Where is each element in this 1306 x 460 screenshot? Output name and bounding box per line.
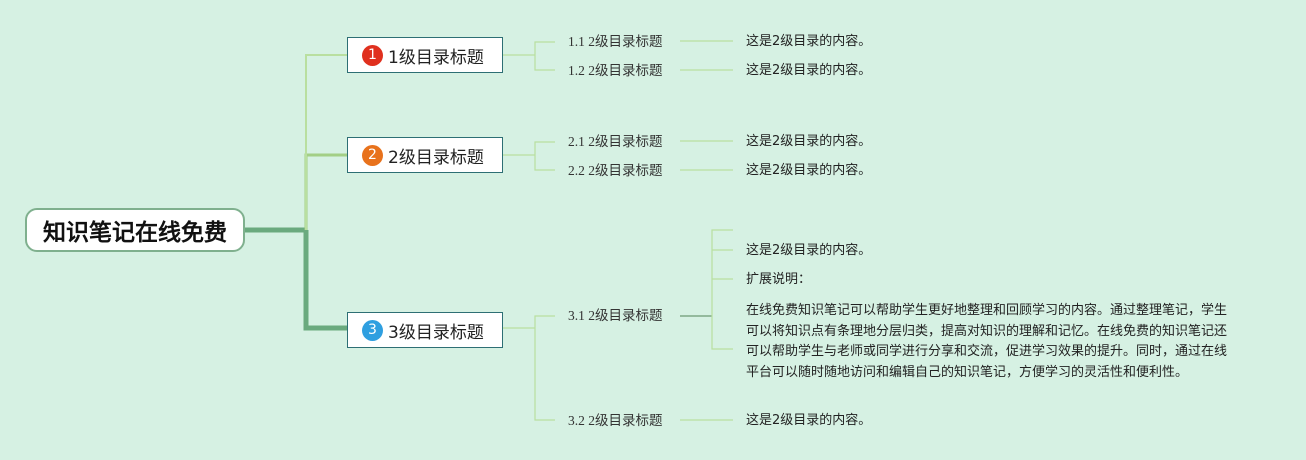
branch-title-2: 2级目录标题 [388, 147, 484, 168]
subtopic-3-2[interactable]: 3.2 2级目录标题 [568, 413, 663, 428]
subtopic-2-1[interactable]: 2.1 2级目录标题 [568, 134, 663, 149]
subtopic-2-1-connector [534, 141, 555, 155]
extension-label[interactable]: 扩展说明： [746, 272, 812, 287]
subtopic-1-2-connector [534, 55, 555, 71]
subtopic-3-1-connector [534, 315, 555, 328]
branch-3-connector [303, 230, 347, 331]
branch-2-connector [304, 153, 347, 230]
subtopic-1-1[interactable]: 1.1 2级目录标题 [568, 34, 663, 49]
content-1-1[interactable]: 这是2级目录的内容。 [746, 34, 872, 49]
root-node[interactable]: 知识笔记在线免费 [25, 208, 245, 252]
subtopic-2-2-connector [534, 155, 555, 171]
extension-text-connector [711, 316, 733, 350]
extension-text[interactable]: 在线免费知识笔记可以帮助学生更好地整理和回顾学习的内容。通过整理笔记，学生可以将… [746, 303, 1228, 380]
empty-leaf-connector [711, 229, 733, 316]
branch-title-3: 3级目录标题 [388, 322, 484, 343]
branch-node-1[interactable]: 1 1级目录标题 [347, 37, 503, 73]
number-1-badge-icon: 1 [362, 44, 383, 66]
subtopic-2-2[interactable]: 2.2 2级目录标题 [568, 163, 663, 178]
subtopic-3-2-connector [534, 328, 555, 421]
content-2-2[interactable]: 这是2级目录的内容。 [746, 163, 872, 178]
content-3-1[interactable]: 这是2级目录的内容。 [746, 243, 872, 258]
number-3-badge-icon: 3 [362, 319, 383, 341]
number-2-badge-icon: 2 [362, 144, 383, 166]
content-3-2[interactable]: 这是2级目录的内容。 [746, 413, 872, 428]
content-2-1[interactable]: 这是2级目录的内容。 [746, 134, 872, 149]
branch-title-1: 1级目录标题 [388, 47, 484, 68]
subtopic-1-1-connector [534, 41, 555, 55]
subtopic-3-1[interactable]: 3.1 2级目录标题 [568, 308, 663, 323]
content-1-2[interactable]: 这是2级目录的内容。 [746, 63, 872, 78]
branch-node-2[interactable]: 2 2级目录标题 [347, 137, 503, 173]
branch-1-connector [305, 54, 347, 230]
root-title: 知识笔记在线免费 [43, 220, 227, 246]
subtopic-1-2[interactable]: 1.2 2级目录标题 [568, 63, 663, 78]
branch-node-3[interactable]: 3 3级目录标题 [347, 312, 503, 348]
